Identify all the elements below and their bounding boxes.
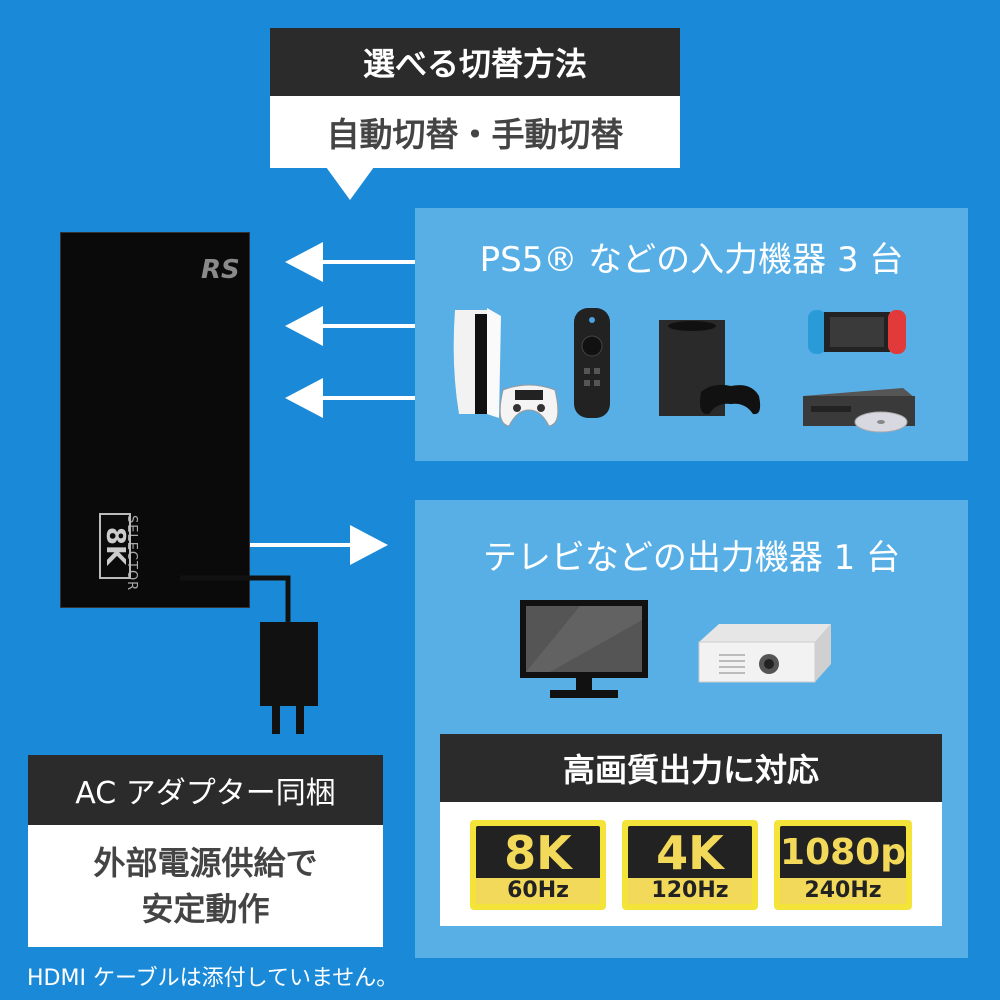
device-logo: RS <box>201 255 240 295</box>
badge-1080p-rate: 240Hz <box>780 878 906 904</box>
projector-icon <box>698 624 831 683</box>
input-arrows <box>285 242 415 418</box>
ac-title-text: AC アダプター同梱 <box>75 776 336 811</box>
device-logo-text: RS <box>201 255 240 285</box>
handheld-console-icon <box>808 310 906 354</box>
ac-adapter-icon <box>180 575 318 734</box>
switch-method-title-text: 選べる切替方法 <box>362 45 587 83</box>
blu-ray-player-icon <box>803 388 915 433</box>
ac-line1: 外部電源供給で <box>93 844 318 882</box>
controller-icon <box>499 384 559 427</box>
badge-1080p-resolution: 1080p <box>780 832 906 873</box>
tv-icon <box>520 600 648 698</box>
badge-4k-resolution: 4K <box>656 826 724 880</box>
device-8k-badge: 8K <box>99 513 131 579</box>
ac-description: 外部電源供給で 安定動作 <box>28 825 383 947</box>
switch-method-title: 選べる切替方法 <box>270 28 680 96</box>
ac-line2: 安定動作 <box>141 890 270 928</box>
game-console-icon <box>659 320 761 416</box>
quality-title: 高画質出力に対応 <box>440 734 942 802</box>
badge-1080p: 1080p 240Hz <box>774 820 912 910</box>
switch-method-value-text: 自動切替・手動切替 <box>326 115 624 154</box>
speech-pointer <box>326 167 374 200</box>
input-panel: PS5® などの入力機器 3 台 <box>415 208 968 461</box>
output-arrow <box>250 525 388 565</box>
badge-8k-resolution: 8K <box>504 826 572 880</box>
badge-8k-rate: 60Hz <box>476 878 600 904</box>
badge-4k: 4K 120Hz <box>622 820 758 910</box>
device-8k-badge-text: 8K <box>100 526 130 566</box>
badge-8k: 8K 60Hz <box>470 820 606 910</box>
footnote: HDMI ケーブルは添付していません。 <box>27 966 399 991</box>
ac-title: AC アダプター同梱 <box>28 755 383 825</box>
remote-icon <box>574 308 610 418</box>
output-title: テレビなどの出力機器 1 台 <box>482 538 901 578</box>
selector-device: RS SELECTOR 8K <box>60 232 250 608</box>
ps5-console-icon <box>453 308 501 418</box>
badge-4k-rate: 120Hz <box>628 878 752 904</box>
quality-title-text: 高画質出力に対応 <box>562 751 819 789</box>
switch-method-value: 自動切替・手動切替 <box>270 96 680 168</box>
input-title: PS5® などの入力機器 3 台 <box>479 240 904 280</box>
